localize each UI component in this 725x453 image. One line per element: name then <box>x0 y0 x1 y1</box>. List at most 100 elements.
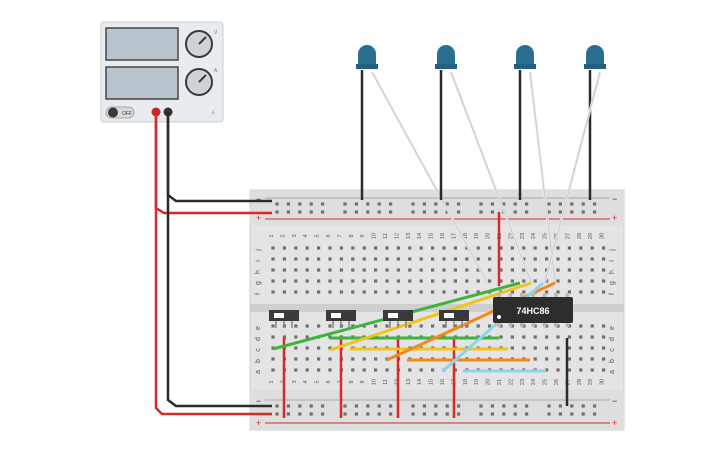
breadboard-hole[interactable] <box>282 290 286 294</box>
breadboard-hole[interactable] <box>488 279 492 283</box>
breadboard-hole[interactable] <box>453 268 457 272</box>
breadboard-hole[interactable] <box>271 246 275 250</box>
breadboard-hole[interactable] <box>602 257 606 261</box>
breadboard-hole[interactable] <box>271 257 275 261</box>
breadboard-hole[interactable] <box>431 324 435 328</box>
breadboard-hole[interactable] <box>525 202 529 206</box>
breadboard-hole[interactable] <box>533 279 537 283</box>
breadboard-hole[interactable] <box>465 279 469 283</box>
breadboard-hole[interactable] <box>317 246 321 250</box>
breadboard-hole[interactable] <box>579 324 583 328</box>
breadboard-hole[interactable] <box>453 279 457 283</box>
breadboard-hole[interactable] <box>271 335 275 339</box>
breadboard-hole[interactable] <box>286 210 290 214</box>
breadboard-hole[interactable] <box>479 412 483 416</box>
breadboard-hole[interactable] <box>271 357 275 361</box>
breadboard-hole[interactable] <box>490 210 494 214</box>
breadboard-hole[interactable] <box>476 324 480 328</box>
breadboard-hole[interactable] <box>305 324 309 328</box>
breadboard-hole[interactable] <box>351 357 355 361</box>
breadboard-hole[interactable] <box>499 335 503 339</box>
breadboard-hole[interactable] <box>408 246 412 250</box>
breadboard-hole[interactable] <box>374 290 378 294</box>
breadboard-hole[interactable] <box>422 210 426 214</box>
breadboard-hole[interactable] <box>581 412 585 416</box>
breadboard-hole[interactable] <box>282 279 286 283</box>
breadboard-hole[interactable] <box>411 404 415 408</box>
breadboard-hole[interactable] <box>366 202 370 206</box>
breadboard-hole[interactable] <box>567 268 571 272</box>
led-4[interactable] <box>543 45 606 283</box>
breadboard-hole[interactable] <box>431 246 435 250</box>
breadboard-hole[interactable] <box>305 257 309 261</box>
breadboard-hole[interactable] <box>396 268 400 272</box>
breadboard-hole[interactable] <box>490 412 494 416</box>
breadboard-hole[interactable] <box>339 246 343 250</box>
breadboard-hole[interactable] <box>442 290 446 294</box>
breadboard-hole[interactable] <box>374 246 378 250</box>
breadboard-hole[interactable] <box>328 368 332 372</box>
breadboard-hole[interactable] <box>545 324 549 328</box>
breadboard-hole[interactable] <box>321 202 325 206</box>
breadboard-hole[interactable] <box>545 357 549 361</box>
breadboard-hole[interactable] <box>385 290 389 294</box>
breadboard-hole[interactable] <box>385 324 389 328</box>
breadboard-hole[interactable] <box>362 357 366 361</box>
breadboard-hole[interactable] <box>431 279 435 283</box>
breadboard-hole[interactable] <box>510 257 514 261</box>
breadboard-hole[interactable] <box>317 257 321 261</box>
breadboard-hole[interactable] <box>442 324 446 328</box>
breadboard-hole[interactable] <box>488 257 492 261</box>
breadboard-hole[interactable] <box>556 268 560 272</box>
breadboard-hole[interactable] <box>408 368 412 372</box>
breadboard-hole[interactable] <box>522 324 526 328</box>
breadboard-hole[interactable] <box>545 335 549 339</box>
breadboard-hole[interactable] <box>533 335 537 339</box>
breadboard-hole[interactable] <box>396 290 400 294</box>
breadboard-hole[interactable] <box>499 324 503 328</box>
breadboard-hole[interactable] <box>590 257 594 261</box>
breadboard-hole[interactable] <box>275 202 279 206</box>
breadboard-hole[interactable] <box>567 368 571 372</box>
breadboard-hole[interactable] <box>294 268 298 272</box>
breadboard-hole[interactable] <box>328 346 332 350</box>
breadboard-hole[interactable] <box>556 290 560 294</box>
breadboard-hole[interactable] <box>298 202 302 206</box>
breadboard-hole[interactable] <box>479 202 483 206</box>
breadboard-hole[interactable] <box>476 279 480 283</box>
breadboard-hole[interactable] <box>422 202 426 206</box>
breadboard-hole[interactable] <box>479 404 483 408</box>
breadboard-hole[interactable] <box>510 346 514 350</box>
breadboard-hole[interactable] <box>408 290 412 294</box>
breadboard-hole[interactable] <box>502 404 506 408</box>
breadboard-hole[interactable] <box>465 290 469 294</box>
breadboard-hole[interactable] <box>510 246 514 250</box>
breadboard-hole[interactable] <box>488 324 492 328</box>
breadboard-hole[interactable] <box>570 412 574 416</box>
breadboard-hole[interactable] <box>351 279 355 283</box>
breadboard-hole[interactable] <box>558 210 562 214</box>
breadboard-hole[interactable] <box>419 324 423 328</box>
breadboard-hole[interactable] <box>522 246 526 250</box>
breadboard-hole[interactable] <box>294 257 298 261</box>
breadboard-hole[interactable] <box>590 324 594 328</box>
breadboard-hole[interactable] <box>408 324 412 328</box>
breadboard-hole[interactable] <box>305 368 309 372</box>
breadboard-hole[interactable] <box>351 368 355 372</box>
breadboard-hole[interactable] <box>457 210 461 214</box>
breadboard-hole[interactable] <box>570 210 574 214</box>
breadboard-hole[interactable] <box>374 324 378 328</box>
breadboard-hole[interactable] <box>411 412 415 416</box>
breadboard-hole[interactable] <box>328 357 332 361</box>
breadboard-hole[interactable] <box>317 357 321 361</box>
breadboard-hole[interactable] <box>445 404 449 408</box>
breadboard-hole[interactable] <box>590 279 594 283</box>
breadboard-hole[interactable] <box>522 279 526 283</box>
breadboard-hole[interactable] <box>465 246 469 250</box>
breadboard-hole[interactable] <box>362 279 366 283</box>
breadboard-hole[interactable] <box>570 404 574 408</box>
breadboard-hole[interactable] <box>317 346 321 350</box>
breadboard-hole[interactable] <box>547 202 551 206</box>
breadboard-hole[interactable] <box>374 357 378 361</box>
breadboard-hole[interactable] <box>556 357 560 361</box>
